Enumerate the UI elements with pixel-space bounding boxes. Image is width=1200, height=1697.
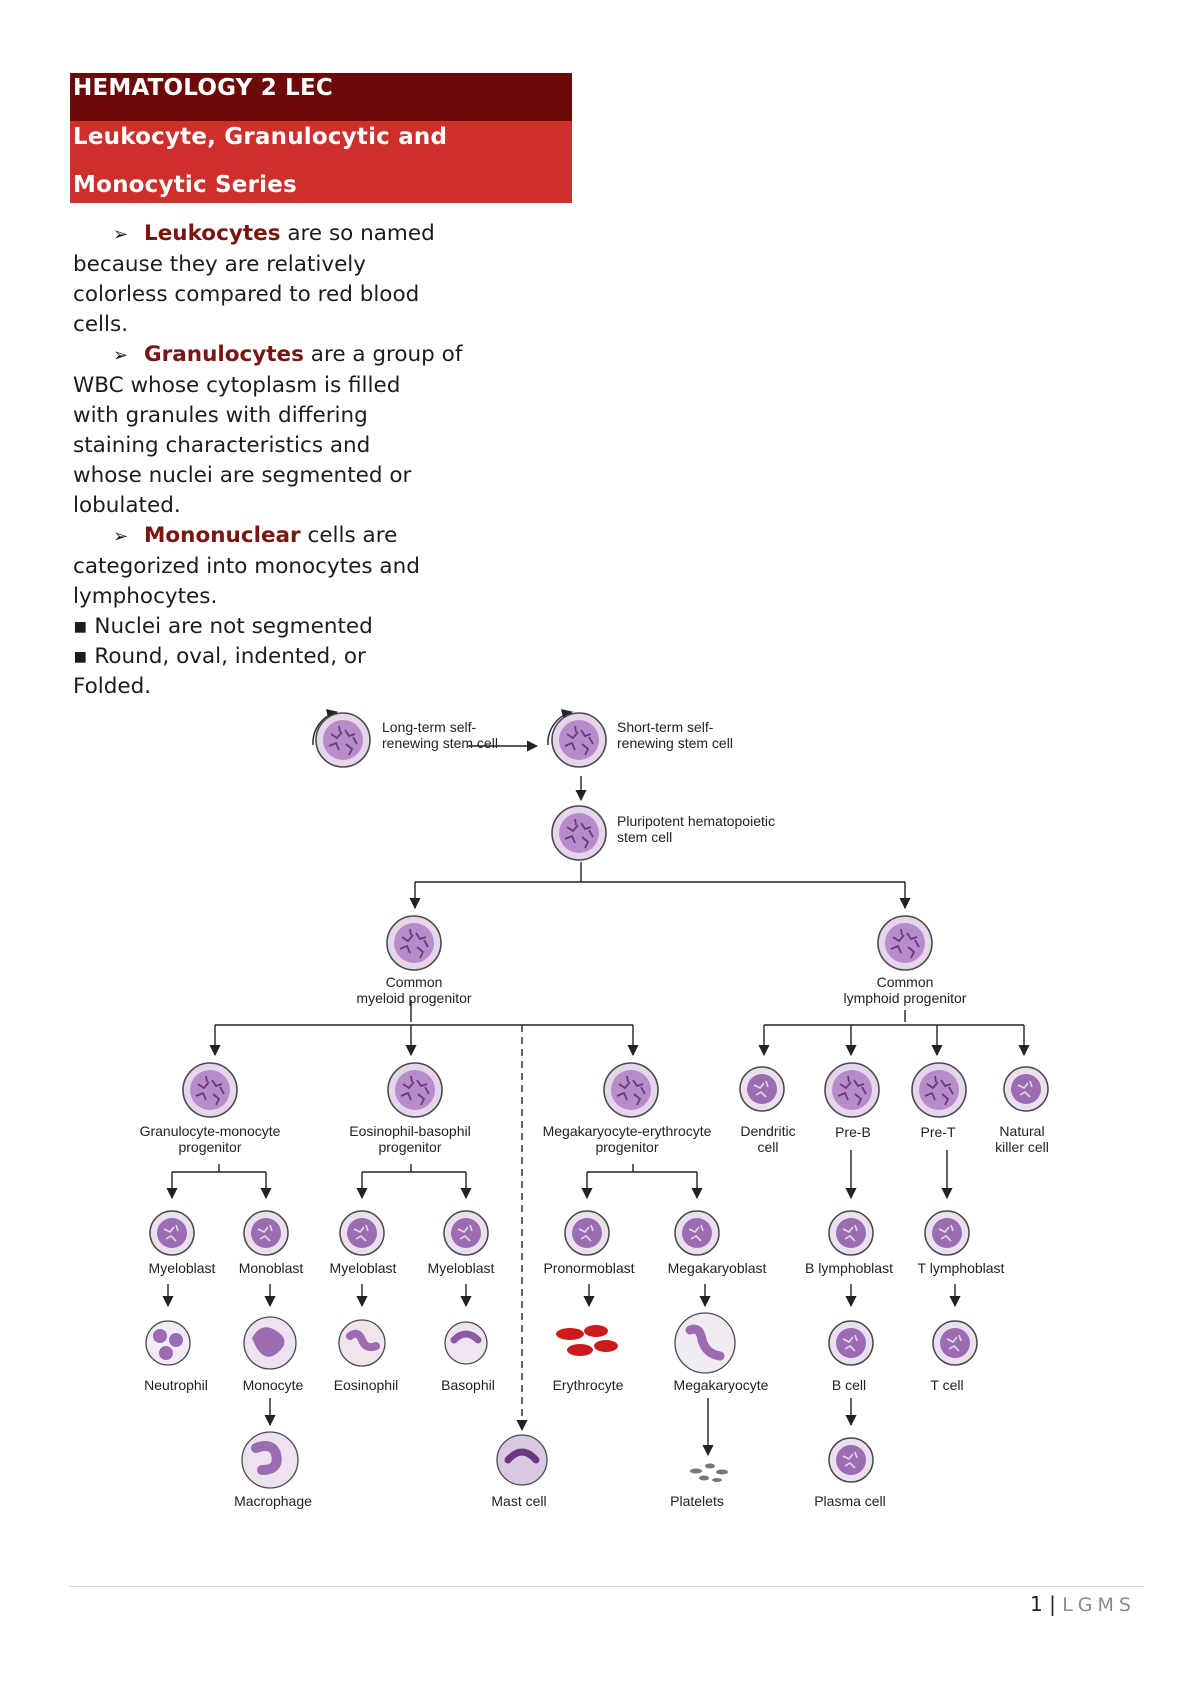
svg-text:progenitor: progenitor: [595, 1139, 658, 1155]
b-cell-label: B cell: [832, 1377, 866, 1393]
term-granulocytes: Granulocytes: [144, 342, 304, 367]
dendritic-cell-label: Dendritic: [740, 1123, 795, 1139]
myeloblast-icon: [443, 1210, 489, 1256]
pronormoblast-label: Pronormoblast: [543, 1260, 634, 1276]
neutrophil-label: Neutrophil: [144, 1377, 208, 1393]
topic-title-line2: Monocytic Series: [73, 172, 297, 198]
pre-b-cell-icon: [824, 1062, 880, 1118]
megakaryoblast-icon: [674, 1210, 720, 1256]
myeloblast-icon: [339, 1210, 385, 1256]
svg-text:killer cell: killer cell: [995, 1139, 1049, 1155]
long-term-stem-cell-icon: [315, 712, 371, 768]
sub-point-shape-cont: Folded.: [73, 674, 152, 699]
common-myeloid-progenitor-label: Common: [386, 974, 443, 990]
myeloblast-label: Myeloblast: [330, 1260, 397, 1276]
common-myeloid-progenitor-icon: [386, 915, 442, 971]
erythrocyte-icon: [556, 1325, 618, 1356]
myeloblast-label: Myeloblast: [428, 1260, 495, 1276]
monoblast-icon: [243, 1210, 289, 1256]
t-lymphoblast-label: T lymphoblast: [918, 1260, 1005, 1276]
self-renewal-arrow-icon: [547, 709, 574, 746]
page-footer: 1 | LGMS: [1030, 1592, 1136, 1616]
t-lymphoblast-icon: [924, 1210, 970, 1256]
arrow-bullet-icon: ➢: [113, 526, 129, 547]
b-lymphoblast-icon: [828, 1210, 874, 1256]
granulocyte-monocyte-progenitor-label: Granulocyte-monocyte: [140, 1123, 281, 1139]
common-lymphoid-progenitor-icon: [877, 915, 933, 971]
eosinophil-basophil-progenitor-icon: [387, 1062, 443, 1118]
megakaryocyte-icon: [674, 1312, 736, 1374]
header-course-bar: [70, 73, 572, 121]
t-cell-label: T cell: [930, 1377, 963, 1393]
hematopoiesis-diagram: Long-term self- renewing stem cell Short…: [140, 709, 1049, 1509]
topic-title-line1: Leukocyte, Granulocytic and: [73, 124, 448, 150]
bullet-leukocytes: ➢Leukocytes are so named: [73, 219, 493, 250]
svg-text:lymphoid progenitor: lymphoid progenitor: [844, 990, 967, 1006]
svg-text:cell: cell: [757, 1139, 778, 1155]
self-renewal-arrow-icon: [312, 709, 339, 746]
neutrophil-icon: [145, 1320, 191, 1366]
t-cell-icon: [932, 1320, 978, 1366]
macrophage-label: Macrophage: [234, 1493, 312, 1509]
page-number: 1: [1030, 1592, 1043, 1616]
term-leukocytes: Leukocytes: [144, 221, 281, 246]
bullet-mononuclear: ➢Mononuclear cells are: [73, 521, 493, 552]
b-lymphoblast-label: B lymphoblast: [805, 1260, 893, 1276]
granulocyte-monocyte-progenitor-icon: [182, 1062, 238, 1118]
eosinophil-basophil-progenitor-label: Eosinophil-basophil: [349, 1123, 470, 1139]
megakaryocyte-erythrocyte-progenitor-label: Megakaryocyte-erythrocyte: [543, 1123, 712, 1139]
arrow-bullet-icon: ➢: [113, 224, 129, 245]
svg-text:stem cell: stem cell: [617, 829, 672, 845]
platelets-icon: [690, 1463, 728, 1482]
svg-text:myeloid progenitor: myeloid progenitor: [356, 990, 472, 1006]
plasma-cell-icon: [828, 1437, 874, 1483]
monocyte-icon: [243, 1316, 297, 1370]
short-term-stem-cell-icon: [551, 712, 607, 768]
basophil-label: Basophil: [441, 1377, 495, 1393]
megakaryoblast-label: Megakaryoblast: [668, 1260, 767, 1276]
bullet-granulocytes: ➢Granulocytes are a group of: [73, 340, 493, 371]
svg-text:renewing stem cell: renewing stem cell: [617, 735, 733, 751]
pre-t-cell-icon: [911, 1062, 967, 1118]
course-title: HEMATOLOGY 2 LEC: [73, 75, 333, 101]
platelets-label: Platelets: [670, 1493, 724, 1509]
footer-initials: LGMS: [1062, 1594, 1136, 1616]
dendritic-cell-icon: [739, 1066, 785, 1112]
svg-text:progenitor: progenitor: [378, 1139, 441, 1155]
monocyte-label: Monocyte: [243, 1377, 304, 1393]
svg-text:progenitor: progenitor: [178, 1139, 241, 1155]
pluripotent-stem-cell-icon: [551, 805, 607, 861]
pre-t-label: Pre-T: [921, 1124, 956, 1140]
long-term-stem-cell-label: Long-term self-: [382, 719, 476, 735]
sub-point-nuclei: ▪ Nuclei are not segmented: [73, 614, 373, 639]
b-cell-icon: [828, 1320, 874, 1366]
natural-killer-cell-icon: [1003, 1066, 1049, 1112]
mast-cell-label: Mast cell: [491, 1493, 546, 1509]
erythrocyte-label: Erythrocyte: [553, 1377, 624, 1393]
mast-cell-icon: [496, 1434, 548, 1486]
eosinophil-icon: [338, 1319, 386, 1367]
natural-killer-cell-label: Natural: [999, 1123, 1044, 1139]
short-term-stem-cell-label: Short-term self-: [617, 719, 714, 735]
monoblast-label: Monoblast: [239, 1260, 304, 1276]
arrow-bullet-icon: ➢: [113, 345, 129, 366]
megakaryocyte-label: Megakaryocyte: [674, 1377, 769, 1393]
macrophage-icon: [241, 1431, 299, 1489]
footer-divider: [70, 1586, 1144, 1587]
pre-b-label: Pre-B: [835, 1124, 871, 1140]
myeloblast-icon: [149, 1210, 195, 1256]
basophil-icon: [444, 1321, 488, 1365]
svg-text:renewing stem cell: renewing stem cell: [382, 735, 498, 751]
common-lymphoid-progenitor-label: Common: [877, 974, 934, 990]
sub-point-shape: ▪ Round, oval, indented, or: [73, 644, 366, 669]
intro-text: ➢Leukocytes are so named because they ar…: [73, 219, 493, 702]
plasma-cell-label: Plasma cell: [814, 1493, 886, 1509]
term-mononuclear: Mononuclear: [144, 523, 301, 548]
megakaryocyte-erythrocyte-progenitor-icon: [603, 1062, 659, 1118]
pluripotent-stem-cell-label: Pluripotent hematopoietic: [617, 813, 775, 829]
pronormoblast-icon: [564, 1210, 610, 1256]
myeloblast-label: Myeloblast: [149, 1260, 216, 1276]
eosinophil-label: Eosinophil: [334, 1377, 399, 1393]
header-topic-bar: [70, 121, 572, 203]
